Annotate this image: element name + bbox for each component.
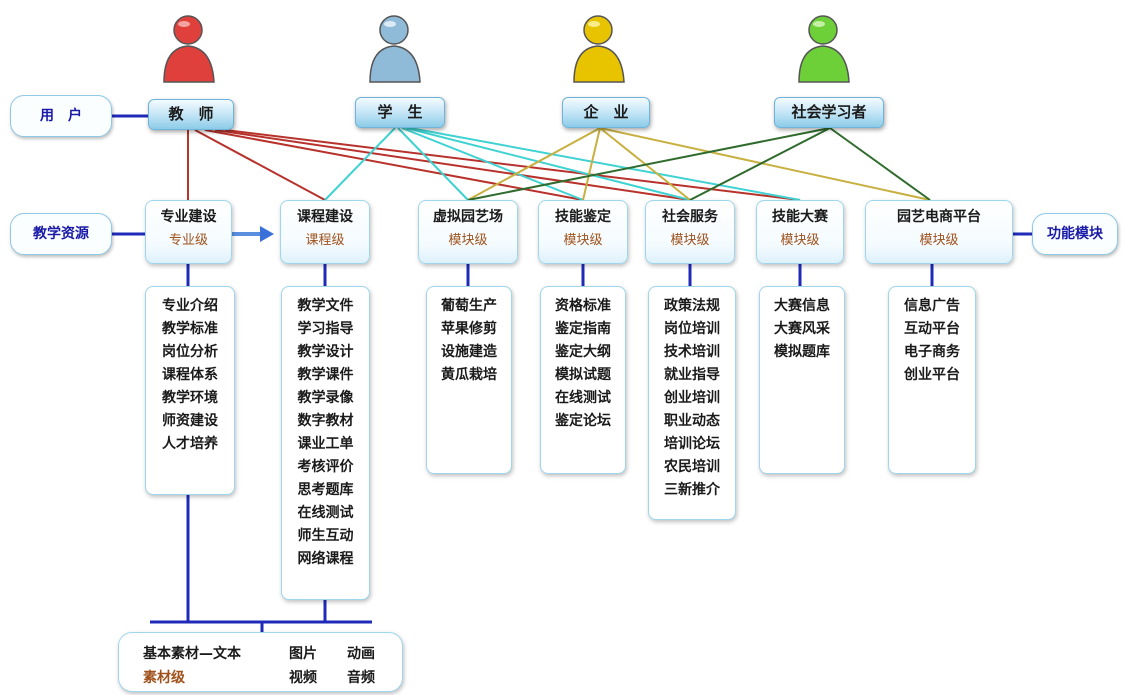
list-item: 师生互动 (297, 528, 354, 544)
list-item: 教学录像 (297, 390, 354, 406)
module-list-skill-contest: 大赛信息 大赛风采 模拟题库 (759, 286, 845, 474)
material-audio: 音频 (347, 670, 375, 686)
users-label: 用 户 (10, 95, 112, 137)
list-item: 教学设计 (297, 344, 354, 360)
list-item: 大赛信息 (774, 298, 830, 314)
list-item: 技术培训 (664, 344, 720, 360)
module-header-course: 课程建设 课程级 (280, 200, 370, 264)
materials-box: 基本素材—文本 图片 动画 素材级 视频 音频 (118, 632, 403, 692)
material-video: 视频 (289, 670, 317, 686)
module-list-social-service: 政策法规 岗位培训 技术培训 就业指导 创业培训 职业动态 培训论坛 农民培训 … (648, 286, 736, 520)
module-header-virtual-garden: 虚拟园艺场 模块级 (418, 200, 518, 264)
list-item: 网络课程 (297, 551, 354, 567)
list-item: 教学标准 (162, 321, 218, 337)
module-header-skill-appraisal: 技能鉴定 模块级 (538, 200, 628, 264)
material-text: 基本素材—文本 (143, 646, 241, 662)
list-item: 模拟试题 (555, 367, 611, 383)
list-item: 三新推介 (664, 482, 720, 498)
module-level: 课程级 (305, 233, 345, 248)
function-label: 功能模块 (1032, 213, 1118, 255)
list-item: 在线测试 (297, 505, 354, 521)
module-list-skill-appraisal: 资格标准 鉴定指南 鉴定大纲 模拟试题 在线测试 鉴定论坛 (540, 286, 626, 474)
list-item: 大赛风采 (774, 321, 830, 337)
list-item: 农民培训 (664, 459, 720, 475)
module-title: 技能鉴定 (555, 209, 611, 225)
list-item: 鉴定大纲 (555, 344, 611, 360)
list-item: 模拟题库 (774, 344, 830, 360)
list-item: 教学文件 (297, 298, 354, 314)
list-item: 就业指导 (664, 367, 720, 383)
enterprise-avatar-icon (573, 15, 625, 83)
module-title: 课程建设 (297, 209, 353, 225)
list-item: 教学环境 (162, 390, 218, 406)
module-level: 模块级 (670, 233, 710, 248)
list-item: 专业介绍 (162, 298, 218, 314)
module-header-social-service: 社会服务 模块级 (645, 200, 735, 264)
module-title: 园艺电商平台 (897, 209, 981, 225)
list-item: 信息广告 (904, 298, 960, 314)
module-title: 专业建设 (160, 209, 217, 225)
list-item: 创业平台 (904, 367, 960, 383)
list-item: 人才培养 (162, 436, 218, 452)
list-item: 葡萄生产 (441, 298, 497, 314)
list-item: 思考题库 (297, 482, 354, 498)
module-level: 专业级 (168, 233, 208, 248)
list-item: 创业培训 (664, 390, 720, 406)
role-enterprise: 企 业 (562, 97, 650, 128)
list-item: 职业动态 (664, 413, 720, 429)
module-list-course: 教学文件 学习指导 教学设计 教学课件 教学录像 数字教材 课业工单 考核评价 … (281, 286, 370, 600)
module-title: 虚拟园艺场 (433, 209, 503, 225)
module-header-major: 专业建设 专业级 (145, 200, 232, 264)
list-item: 苹果修剪 (441, 321, 497, 337)
resources-label: 教学资源 (10, 213, 112, 255)
list-item: 在线测试 (555, 390, 611, 406)
list-item: 鉴定论坛 (555, 413, 611, 429)
module-level: 模块级 (919, 233, 959, 248)
list-item: 岗位分析 (162, 344, 218, 360)
list-item: 资格标准 (555, 298, 611, 314)
list-item: 电子商务 (904, 344, 960, 360)
social-learner-avatar-icon (798, 15, 850, 83)
material-pictures: 图片 (289, 646, 317, 662)
list-item: 师资建设 (162, 413, 218, 429)
module-level: 模块级 (563, 233, 603, 248)
module-list-virtual-garden: 葡萄生产 苹果修剪 设施建造 黄瓜栽培 (426, 286, 512, 474)
list-item: 课业工单 (297, 436, 354, 452)
list-item: 数字教材 (297, 413, 354, 429)
list-item: 设施建造 (441, 344, 497, 360)
list-item: 鉴定指南 (555, 321, 611, 337)
material-level: 素材级 (143, 670, 185, 686)
module-header-skill-contest: 技能大赛 模块级 (756, 200, 844, 264)
module-list-ecommerce: 信息广告 互动平台 电子商务 创业平台 (888, 286, 976, 474)
list-item: 课程体系 (162, 367, 218, 383)
student-avatar-icon (369, 15, 421, 83)
role-teacher: 教 师 (148, 99, 234, 130)
module-header-ecommerce: 园艺电商平台 模块级 (865, 200, 1013, 264)
module-level: 模块级 (448, 233, 488, 248)
role-student: 学 生 (355, 97, 445, 128)
module-level: 模块级 (780, 233, 820, 248)
list-item: 教学课件 (297, 367, 354, 383)
list-item: 考核评价 (297, 459, 354, 475)
module-title: 技能大赛 (772, 209, 828, 225)
teacher-avatar-icon (163, 15, 215, 83)
list-item: 互动平台 (904, 321, 960, 337)
list-item: 黄瓜栽培 (441, 367, 497, 383)
list-item: 政策法规 (664, 298, 720, 314)
list-item: 培训论坛 (664, 436, 720, 452)
material-animation: 动画 (347, 646, 375, 662)
module-title: 社会服务 (662, 209, 718, 225)
list-item: 岗位培训 (664, 321, 720, 337)
role-social-learner: 社会学习者 (774, 97, 884, 128)
module-list-major: 专业介绍 教学标准 岗位分析 课程体系 教学环境 师资建设 人才培养 (145, 286, 235, 495)
list-item: 学习指导 (297, 321, 354, 337)
